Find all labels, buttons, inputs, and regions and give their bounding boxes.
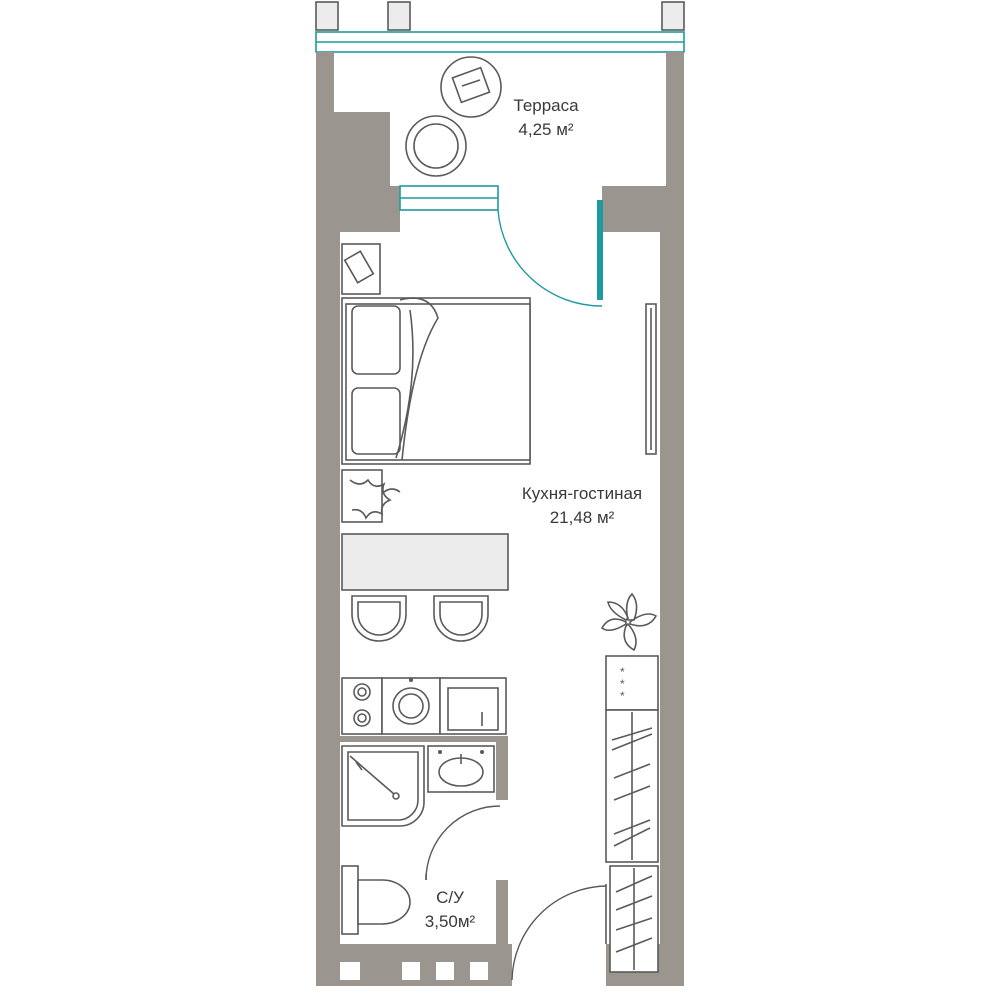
room-area: 21,48 м² (549, 508, 615, 527)
room-label-terrace: Терраса 4,25 м² (486, 94, 606, 142)
terrace-post (315, 1, 339, 31)
plant-icon (341, 469, 401, 523)
terrace-table (440, 56, 502, 118)
sink-icon (439, 677, 507, 735)
svg-text:*: * (620, 689, 625, 703)
window-pane (470, 962, 488, 980)
chair-icon (405, 115, 467, 177)
bathroom-door-swing (425, 805, 501, 881)
plant-icon (600, 592, 658, 652)
shower-icon (341, 745, 425, 827)
wardrobe (609, 865, 659, 973)
room-label-kitchen-living: Кухня-гостиная 21,48 м² (500, 482, 664, 530)
table-icon (341, 533, 509, 591)
terrace-door-swing (497, 209, 603, 307)
stove-icon (341, 677, 383, 735)
room-area: 4,25 м² (518, 120, 574, 139)
phone-icon (341, 243, 381, 295)
bed-icon (341, 297, 531, 465)
tv-panel (645, 303, 657, 455)
window-pane (436, 962, 454, 980)
room-area: 3,50м² (424, 912, 476, 931)
room-name: Кухня-гостиная (521, 484, 643, 503)
terrace-door-leaf (597, 200, 603, 300)
window-pane (402, 962, 420, 980)
chair-icon (433, 595, 489, 642)
toilet-icon (341, 865, 411, 935)
sink-icon (427, 745, 495, 793)
room-label-bathroom: С/У 3,50м² (410, 886, 490, 934)
room-name: С/У (436, 888, 464, 907)
chair-icon (351, 595, 407, 642)
terrace-post (661, 1, 685, 31)
svg-text:*: * (620, 677, 625, 691)
window-pane (340, 962, 360, 980)
kitchen-cabinet (605, 709, 659, 863)
room-name: Терраса (513, 96, 579, 115)
svg-text:*: * (620, 665, 625, 679)
hob-icon: * * * (605, 655, 659, 711)
entrance-door-swing (511, 885, 607, 981)
terrace-post (387, 1, 411, 31)
washer-icon (381, 677, 441, 735)
